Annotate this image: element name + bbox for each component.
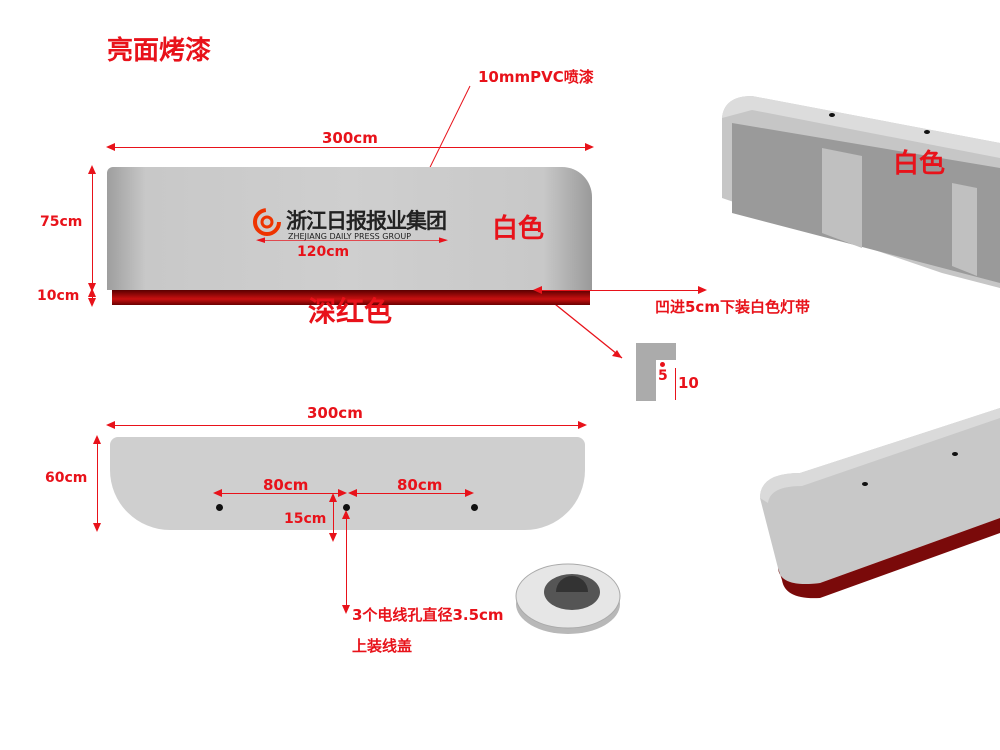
render-color-label: 白色 <box>893 149 946 179</box>
front-width-label: 300cm <box>322 129 378 147</box>
offset-line <box>329 493 337 542</box>
depth-line <box>93 435 101 532</box>
cable-hole <box>216 504 223 511</box>
base-color-label: 深红色 <box>308 295 393 328</box>
light-strip-note: 凹进5cm下装白色灯带 <box>655 298 810 316</box>
counter-front-panel <box>107 167 592 290</box>
top-width-line <box>106 421 587 429</box>
base-dimension-line <box>88 288 96 307</box>
counter-3d-render-bottom <box>760 408 1000 599</box>
holes-note: 3个电线孔直径3.5cm <box>352 606 504 624</box>
spacing-left-label: 80cm <box>263 476 309 494</box>
spacing-right-label: 80cm <box>397 476 443 494</box>
base-height-label: 10cm <box>37 288 80 304</box>
body-color-label: 白色 <box>492 214 545 244</box>
recess-label: 5 <box>658 368 668 384</box>
profile-height-line <box>675 368 676 400</box>
profile-recess <box>656 360 676 401</box>
height-dimension-line <box>88 165 96 292</box>
top-width-label: 300cm <box>307 404 363 422</box>
light-strip-arrow <box>533 286 707 294</box>
page-title: 亮面烤漆 <box>107 36 212 66</box>
profile-dot <box>660 362 665 367</box>
logo-cn: 浙江日报报业集团 <box>286 209 447 233</box>
logo-en: ZHEJIANG DAILY PRESS GROUP <box>288 232 412 241</box>
counter-base <box>112 290 590 305</box>
logo-dimension-line <box>256 237 448 243</box>
logo-width-label: 120cm <box>297 244 350 260</box>
material-note: 10mmPVC喷漆 <box>478 68 594 86</box>
holes-note-cover: 上装线盖 <box>352 637 413 655</box>
top-depth-label: 60cm <box>45 470 88 486</box>
hole-leader-line <box>342 510 350 614</box>
offset-label: 15cm <box>284 511 327 527</box>
spacing-right-line <box>348 489 474 497</box>
cable-hole <box>471 504 478 511</box>
logo-swirl-icon <box>253 208 281 236</box>
front-height-label: 75cm <box>40 214 83 230</box>
grommet-cover-icon <box>515 563 621 634</box>
cable-hole <box>343 504 350 511</box>
width-dimension-line <box>106 143 594 151</box>
profile-height-label: 10 <box>678 374 699 392</box>
spacing-left-line <box>213 489 347 497</box>
counter-3d-render-top <box>722 96 1000 288</box>
